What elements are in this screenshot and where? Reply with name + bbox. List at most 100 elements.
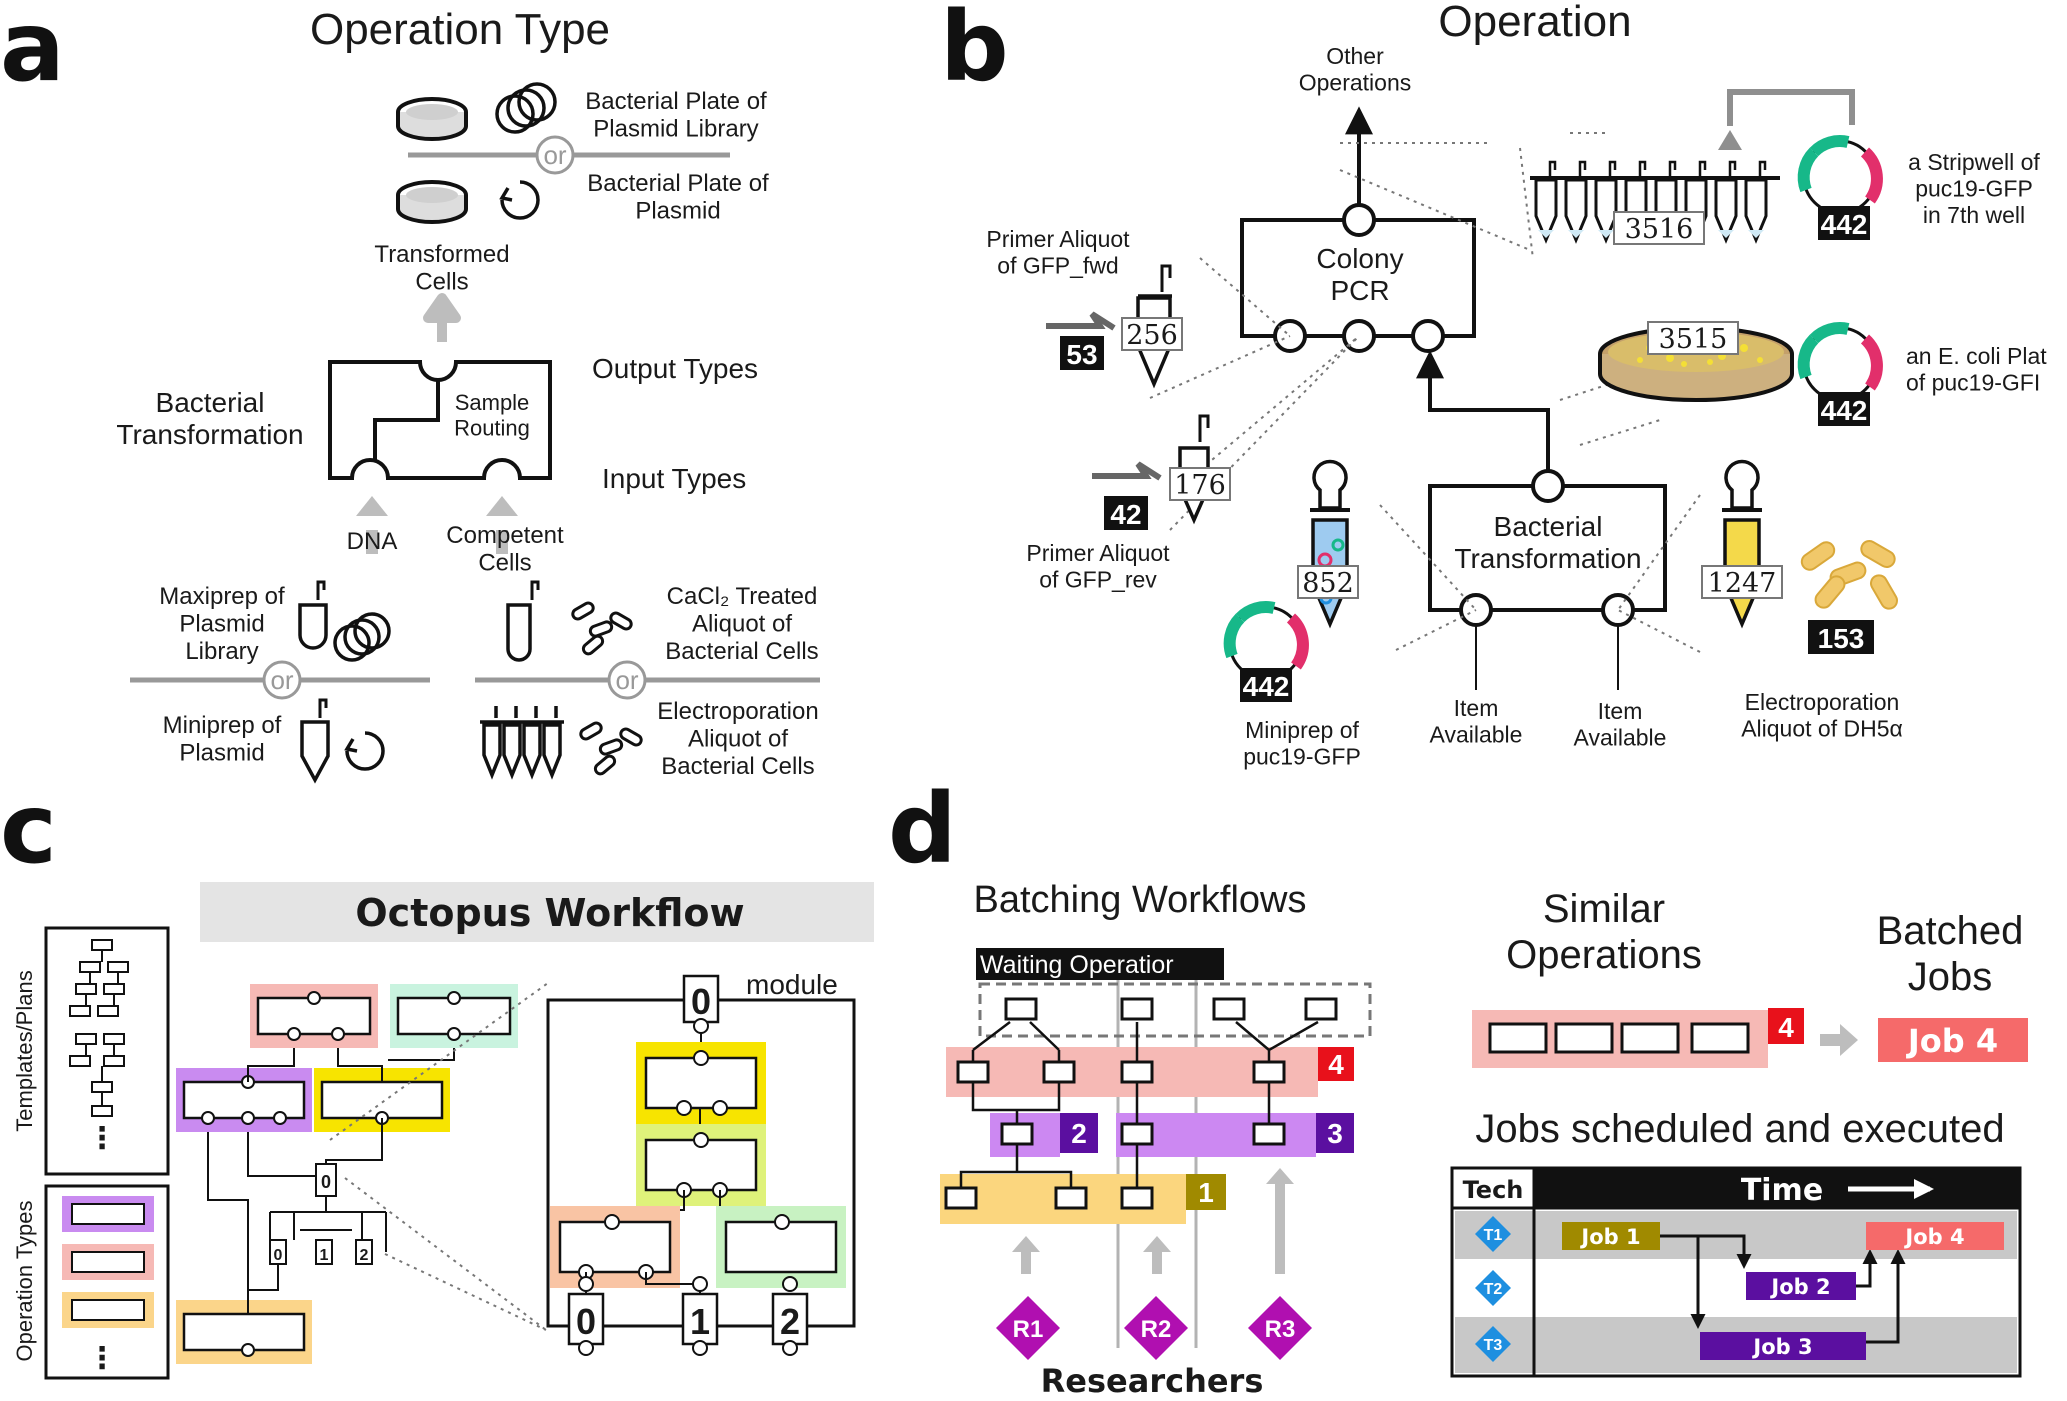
item-id: 176 [1174, 470, 1226, 501]
wire-arrow [1416, 350, 1550, 486]
petri-dish-icon [396, 97, 468, 141]
item-id-box [1297, 565, 1359, 599]
batch-badge [1768, 1008, 1804, 1044]
sample-id-badge [1104, 496, 1148, 530]
ellipsis: ⋮ [87, 1342, 117, 1375]
gantt-dependencies [1660, 1234, 1906, 1344]
panel-d: d Batching Workflows Waiting Operatior 4… [888, 773, 2028, 1400]
strip-tube [1534, 178, 1558, 244]
module-port-label: 2 [360, 1247, 369, 1264]
op-type-mini-box [71, 1203, 145, 1225]
or-badge [262, 660, 302, 700]
tube-icon [300, 698, 330, 784]
operation-box [1120, 1060, 1154, 1084]
module-label: module [746, 969, 838, 1000]
op-box [558, 1220, 672, 1274]
module-node [682, 974, 720, 1024]
workflow-wire [247, 1048, 295, 1082]
tech-t2: T2 [1475, 1270, 1511, 1306]
workflow-wire [337, 1048, 383, 1082]
input-port [1601, 593, 1635, 627]
item-id-box [1613, 211, 1705, 245]
strip-cap [1728, 160, 1737, 176]
right-arrow-head [1840, 1024, 1858, 1056]
job4-box [1878, 1018, 2028, 1062]
strip-liquid [1598, 230, 1614, 238]
op-port [692, 1340, 708, 1356]
operation-box [1212, 997, 1246, 1021]
tech-t1: T1 [1475, 1216, 1511, 1252]
up-arrow-icon [423, 293, 461, 342]
batch-wire [971, 1082, 1271, 1124]
module-port-node [355, 1239, 373, 1265]
tech-header: Tech [1463, 1176, 1524, 1204]
op-port [273, 1111, 287, 1125]
module-port-label: 2 [780, 1301, 800, 1342]
sample-id: 442 [1821, 395, 1868, 426]
dotted-connectors [1149, 132, 1701, 653]
operation-box [1252, 1060, 1286, 1084]
strip-tube [1744, 178, 1768, 244]
workflow-wire [207, 1132, 249, 1314]
job4-bar [1866, 1222, 2004, 1250]
sample-id: 442 [1821, 209, 1868, 240]
operation-box [1120, 1122, 1154, 1146]
item-id: 3515 [1659, 324, 1728, 355]
op-port [604, 1214, 620, 1230]
waiting-label: Waiting Operatior [980, 951, 1174, 979]
operation-box [1304, 997, 1338, 1021]
op-port [693, 1050, 709, 1066]
item-id: 256 [1126, 320, 1178, 351]
operation-box [1120, 997, 1154, 1021]
batch-badge [1186, 1174, 1226, 1210]
sample-id-badge [1808, 620, 1874, 654]
op-port [676, 1100, 692, 1116]
up-arrow-head [356, 496, 388, 516]
item-id: 1247 [1708, 568, 1777, 599]
op-type-mini-box [71, 1299, 145, 1321]
batch-badge-label: 1 [1198, 1177, 1214, 1208]
op-port [712, 1100, 728, 1116]
bacteria-icon [571, 601, 633, 656]
strip-cap [1548, 160, 1557, 176]
batch-badge [1060, 1113, 1098, 1153]
panel-b-title: Operation [1438, 0, 1631, 46]
stripwell-arrow-head [1718, 130, 1742, 150]
waiting-ops-box [978, 982, 1372, 1038]
tube-icon [506, 580, 540, 662]
templates-label: Templates/Plans [12, 970, 37, 1131]
op-port [447, 1027, 461, 1041]
plasmid-icon [344, 731, 385, 771]
op-port [774, 1214, 790, 1230]
strip-cap [1578, 160, 1587, 176]
op-port [241, 1343, 255, 1357]
op-box [320, 1080, 444, 1120]
panel-b-letter: b [940, 0, 1009, 103]
researcher-r1: R1 [996, 1296, 1060, 1360]
job1-bar [1562, 1222, 1660, 1250]
plasmid-map-icon [1223, 601, 1309, 681]
workflow-wire [248, 1264, 279, 1291]
petri-dish-icon [396, 180, 468, 224]
op-port [693, 1018, 709, 1034]
op-port [241, 1111, 255, 1125]
op-port [331, 1027, 345, 1041]
researcher-r2: R2 [1124, 1296, 1188, 1360]
researcher-icon [1124, 1296, 1188, 1360]
op-box [644, 1056, 758, 1110]
batch-wire [959, 1144, 1139, 1188]
op-port [578, 1340, 594, 1356]
plasmid-library-icon [495, 82, 557, 134]
batch-operations [944, 997, 1338, 1210]
